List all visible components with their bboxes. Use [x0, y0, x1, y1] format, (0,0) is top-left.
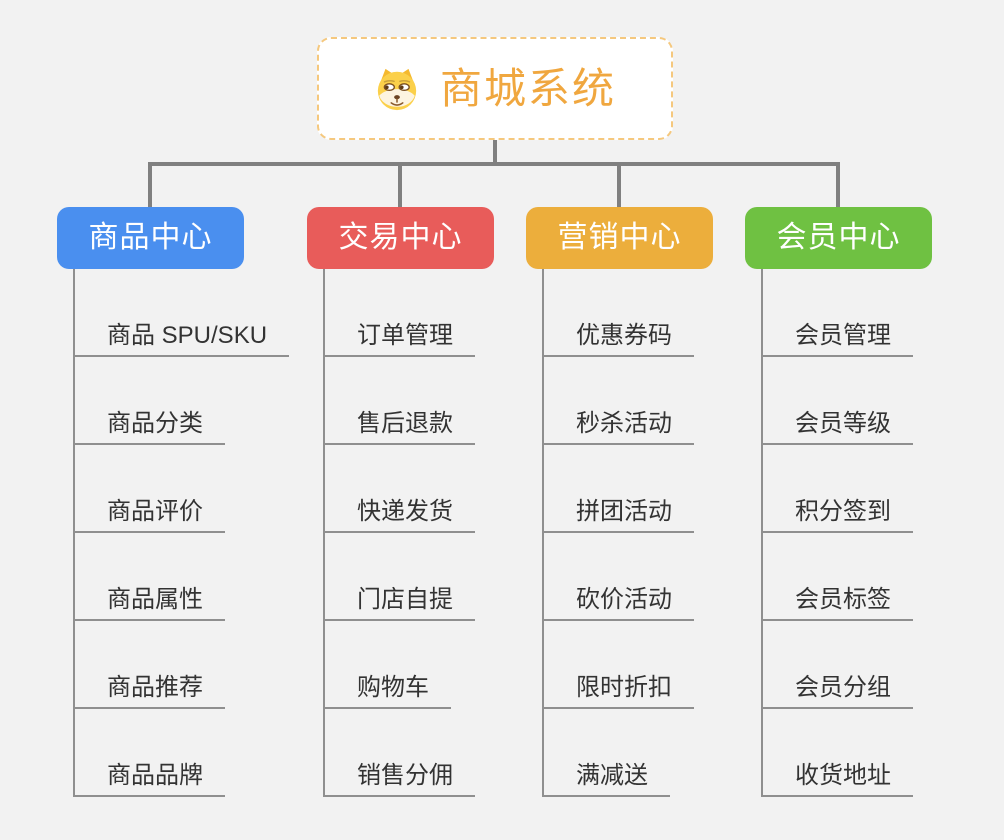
sub-item[interactable]: 售后退款 [325, 357, 475, 445]
sub-item[interactable]: 门店自提 [325, 533, 475, 621]
sub-item[interactable]: 积分签到 [763, 445, 913, 533]
branch-items-product: 商品 SPU/SKU 商品分类 商品评价 商品属性 商品推荐 商品品牌 [73, 269, 290, 797]
tree-connector-path [148, 140, 840, 208]
sub-item[interactable]: 快递发货 [325, 445, 475, 533]
root-node[interactable]: 商城系统 [317, 37, 673, 140]
branch-product-center: 商品中心 商品 SPU/SKU 商品分类 商品评价 商品属性 商品推荐 商品品牌 [57, 207, 290, 797]
sub-item[interactable]: 订单管理 [325, 269, 475, 357]
sub-item[interactable]: 拼团活动 [544, 445, 694, 533]
sub-item[interactable]: 会员分组 [763, 621, 913, 709]
branch-items-trade: 订单管理 售后退款 快递发货 门店自提 购物车 销售分佣 [323, 269, 494, 797]
branch-header-member[interactable]: 会员中心 [745, 207, 932, 269]
branch-items-member: 会员管理 会员等级 积分签到 会员标签 会员分组 收货地址 [761, 269, 932, 797]
branch-marketing-center: 营销中心 优惠券码 秒杀活动 拼团活动 砍价活动 限时折扣 满减送 [526, 207, 713, 797]
branch-header-marketing[interactable]: 营销中心 [526, 207, 713, 269]
sub-item[interactable]: 会员标签 [763, 533, 913, 621]
sub-item[interactable]: 商品推荐 [75, 621, 225, 709]
doge-icon [377, 68, 417, 110]
sub-item[interactable]: 商品评价 [75, 445, 225, 533]
sub-item[interactable]: 商品 SPU/SKU [75, 269, 290, 357]
sub-item[interactable]: 商品品牌 [75, 709, 225, 797]
sub-item[interactable]: 优惠券码 [544, 269, 694, 357]
sub-item[interactable]: 砍价活动 [544, 533, 694, 621]
branch-member-center: 会员中心 会员管理 会员等级 积分签到 会员标签 会员分组 收货地址 [745, 207, 932, 797]
sub-item[interactable]: 销售分佣 [325, 709, 475, 797]
branch-header-product[interactable]: 商品中心 [57, 207, 244, 269]
sub-item[interactable]: 限时折扣 [544, 621, 694, 709]
sub-item[interactable]: 会员管理 [763, 269, 913, 357]
sub-item[interactable]: 收货地址 [763, 709, 913, 797]
sub-item[interactable]: 秒杀活动 [544, 357, 694, 445]
sub-item[interactable]: 商品分类 [75, 357, 225, 445]
branch-items-marketing: 优惠券码 秒杀活动 拼团活动 砍价活动 限时折扣 满减送 [542, 269, 713, 797]
sub-item[interactable]: 会员等级 [763, 357, 913, 445]
sub-item[interactable]: 满减送 [544, 709, 670, 797]
root-title: 商城系统 [439, 64, 616, 112]
sub-item[interactable]: 商品属性 [75, 533, 225, 621]
sub-item[interactable]: 购物车 [325, 621, 451, 709]
branch-header-trade[interactable]: 交易中心 [307, 207, 494, 269]
branch-trade-center: 交易中心 订单管理 售后退款 快递发货 门店自提 购物车 销售分佣 [307, 207, 494, 797]
